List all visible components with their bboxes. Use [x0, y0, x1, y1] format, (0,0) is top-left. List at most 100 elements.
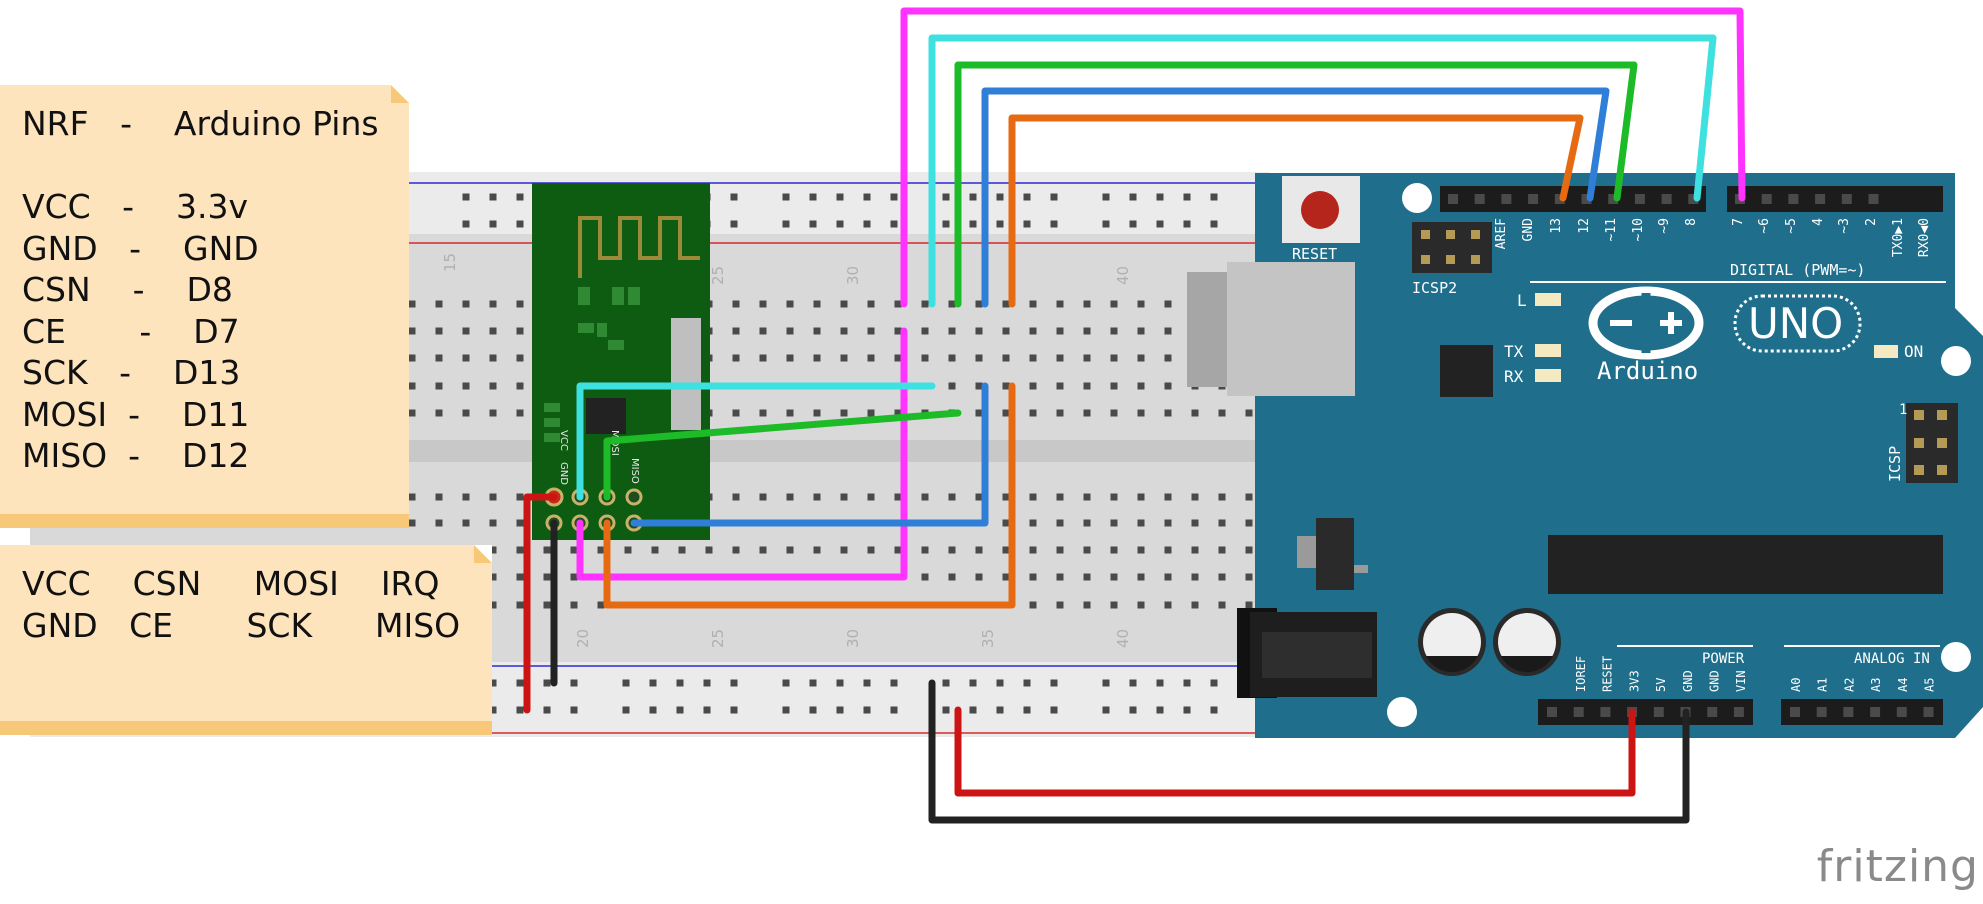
digital-pin[interactable] [1634, 194, 1645, 204]
breadboard-hole [786, 354, 794, 362]
breadboard-hole [1029, 382, 1037, 390]
breadboard-rail-hole [1129, 706, 1137, 714]
breadboard-hole [1137, 546, 1145, 554]
analog-pin[interactable] [1843, 707, 1854, 717]
breadboard-hole [462, 300, 470, 308]
breadboard-hole [1137, 300, 1145, 308]
analog-pin[interactable] [1870, 707, 1881, 717]
breadboard-hole [1083, 382, 1091, 390]
digital-pin[interactable] [1688, 194, 1699, 204]
breadboard-hole [840, 300, 848, 308]
breadboard-rail-hole [570, 679, 578, 687]
wire-gnd-to-rail[interactable] [928, 679, 1690, 824]
digital-pin[interactable] [1608, 194, 1619, 204]
arduino-brand-text: Arduino [1597, 357, 1698, 385]
digital-pin[interactable] [1841, 194, 1852, 204]
icsp2-label: ICSP2 [1412, 279, 1457, 297]
breadboard-hole [921, 546, 929, 554]
analog-pin[interactable] [1816, 707, 1827, 717]
wire-miso-to-d12[interactable] [981, 87, 1610, 308]
breadboard-hole [867, 327, 875, 335]
breadboard-hole [894, 354, 902, 362]
breadboard-hole [597, 546, 605, 554]
breadboard-hole [1191, 519, 1199, 527]
digital-pin-label: ~5 [1784, 218, 1799, 234]
digital-pin[interactable] [1788, 194, 1799, 204]
breadboard-hole [1218, 409, 1226, 417]
wire-csn-to-d8[interactable] [928, 34, 1717, 308]
arduino-infinity-icon [1588, 286, 1704, 360]
digital-pin-label: ~6 [1757, 218, 1772, 234]
breadboard-rail-hole [942, 706, 950, 714]
power-pin[interactable] [1653, 707, 1664, 717]
power-pin[interactable] [1573, 707, 1584, 717]
analog-pin[interactable] [1790, 707, 1800, 717]
analog-pin-label: A5 [1923, 678, 1937, 692]
analog-pin[interactable] [1896, 707, 1907, 717]
breadboard-hole [435, 493, 443, 501]
wire-sck-to-d13[interactable] [1008, 114, 1584, 308]
breadboard-rail-hole [1102, 220, 1110, 228]
breadboard-rail-hole [1050, 220, 1058, 228]
digital-header [1440, 186, 1943, 212]
breadboard-rail-hole [890, 706, 898, 714]
pin-mapping-line: NRF - Arduino Pins [22, 104, 379, 143]
wire-ce-jumper[interactable] [576, 327, 908, 581]
digital-pin[interactable] [1868, 194, 1879, 204]
wire-mosi-to-d11[interactable] [954, 61, 1638, 308]
breadboard-rail-hole [809, 193, 817, 201]
analog-pin[interactable] [1923, 707, 1934, 717]
wire-csn-jumper[interactable] [576, 382, 936, 501]
digital-pin[interactable] [1474, 194, 1485, 204]
breadboard-hole [975, 300, 983, 308]
wire-mosi-jumper[interactable] [603, 409, 962, 501]
breadboard-hole [1137, 327, 1145, 335]
uno-badge [1733, 294, 1862, 353]
breadboard-hole [1191, 493, 1199, 501]
breadboard-hole [516, 327, 524, 335]
digital-pin[interactable] [1815, 194, 1826, 204]
breadboard-rail-hole [1102, 706, 1110, 714]
wire-sck-jumper[interactable] [603, 382, 1016, 609]
breadboard-rail-hole [969, 193, 977, 201]
analog-pin-label: A4 [1896, 678, 1910, 692]
wire-3v3-to-rail[interactable] [954, 706, 1636, 797]
power-pin[interactable] [1600, 707, 1611, 717]
breadboard-hole [1191, 573, 1199, 581]
digital-pin[interactable] [1581, 194, 1592, 204]
power-pin[interactable] [1707, 707, 1718, 717]
breadboard-hole [516, 573, 524, 581]
status-leds: L TX RX ON [1504, 291, 1923, 386]
breadboard-rail-hole [836, 193, 844, 201]
breadboard-rail-hole [489, 679, 497, 687]
power-pin[interactable] [1547, 707, 1557, 717]
breadboard-rail-hole [1129, 220, 1137, 228]
column-number-40: 40 [1114, 629, 1132, 648]
digital-pin[interactable] [1761, 194, 1772, 204]
breadboard-rail-hole [489, 706, 497, 714]
wire-miso-jumper[interactable] [630, 382, 989, 527]
breadboard-rail-hole [782, 679, 790, 687]
digital-pin[interactable] [1448, 194, 1458, 204]
reset-button-cap[interactable] [1301, 191, 1339, 229]
breadboard-hole [786, 409, 794, 417]
fritzing-watermark: fritzing [1816, 841, 1979, 892]
breadboard-hole [1191, 409, 1199, 417]
power-pin[interactable] [1733, 707, 1744, 717]
power-pin-label: IOREF [1574, 656, 1588, 692]
breadboard-hole [1110, 382, 1118, 390]
digital-pin[interactable] [1661, 194, 1672, 204]
wires [523, 7, 1746, 824]
digital-pin[interactable] [1501, 194, 1512, 204]
digital-pin[interactable] [1528, 194, 1539, 204]
digital-pin-label: TX0▶1 [1891, 218, 1906, 257]
wire-ce-to-d7[interactable] [900, 7, 1746, 308]
breadboard-rail-hole [1183, 679, 1191, 687]
breadboard-hole [1110, 573, 1118, 581]
breadboard-hole [894, 546, 902, 554]
wire-vcc-jumper[interactable] [523, 493, 558, 714]
breadboard-rail-hole [782, 706, 790, 714]
breadboard-rail-hole [516, 193, 524, 201]
